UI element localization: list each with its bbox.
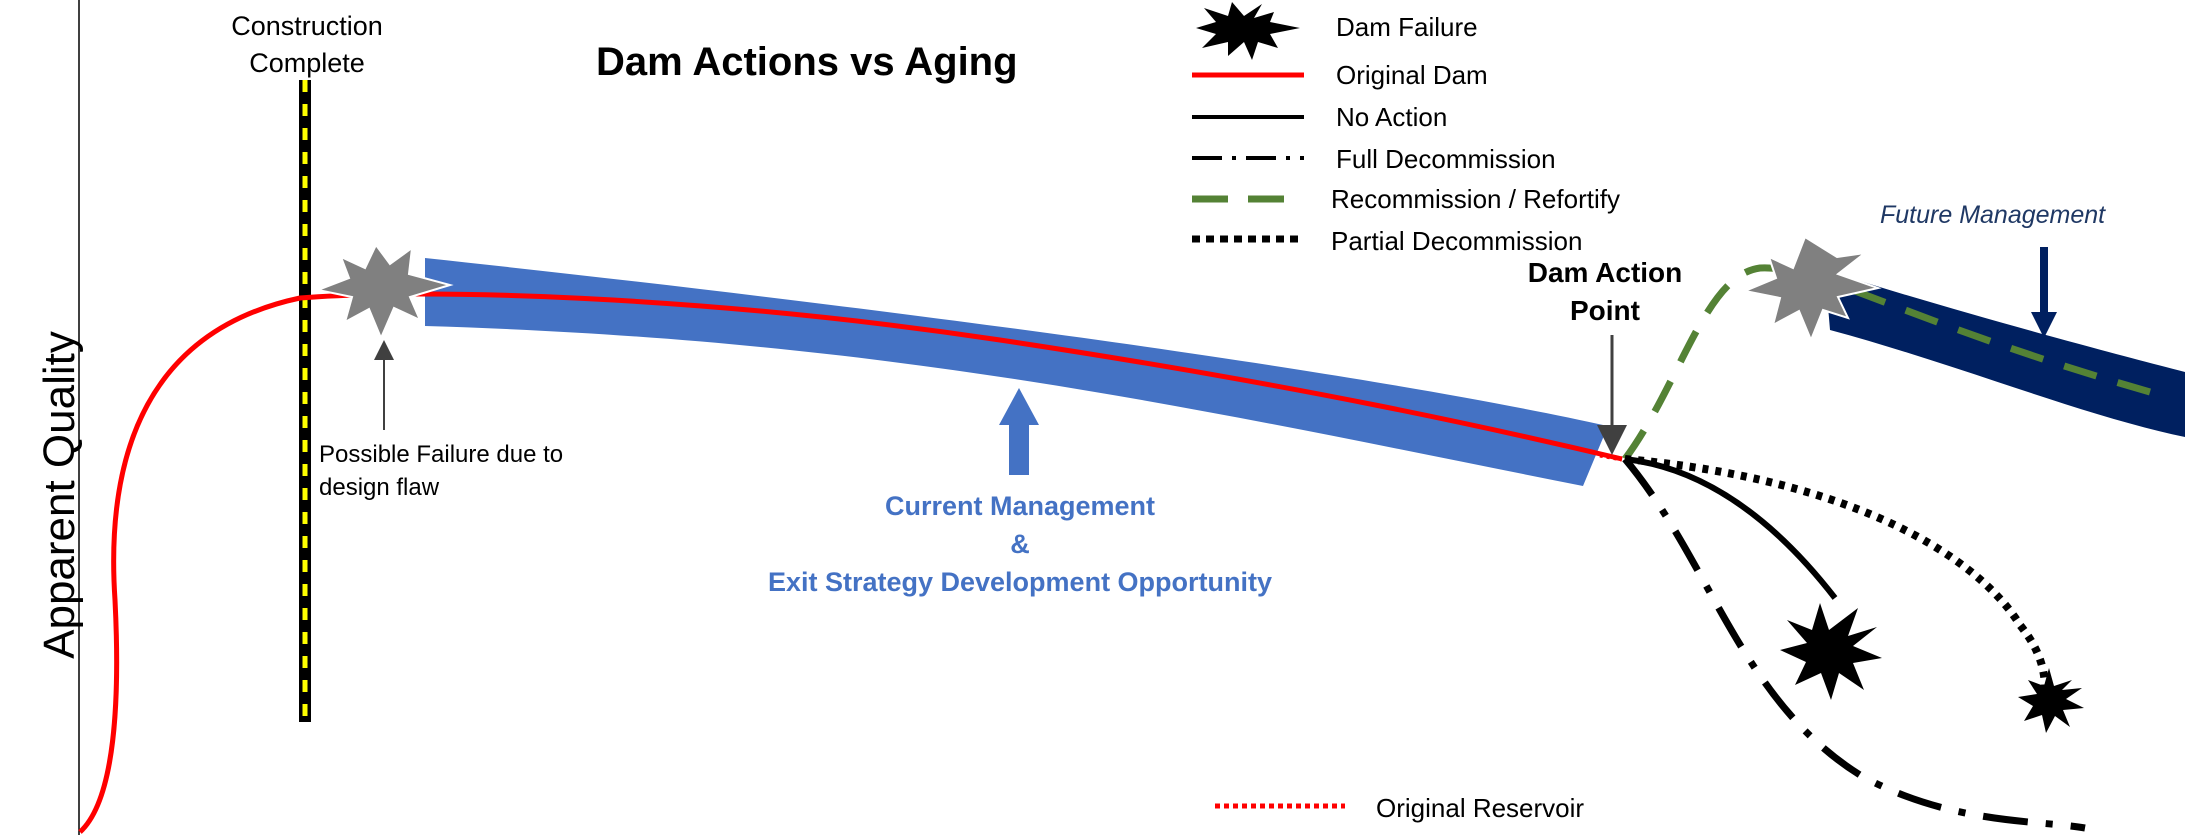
current-management-arrow [999, 388, 1039, 475]
possible-failure-label: Possible Failure due to design flaw [319, 441, 564, 501]
partial-decommission-failure-icon [2018, 668, 2084, 733]
current-management-line3: Exit Strategy Development Opportunity [767, 567, 1273, 597]
future-management-label: Future Management [1880, 201, 2106, 229]
diagram-title: Dam Actions vs Aging [596, 40, 1018, 84]
future-management-band [1825, 270, 2185, 437]
y-axis-label: Apparent Quality [35, 331, 84, 659]
legend-dam-failure-label: Dam Failure [1336, 12, 1478, 42]
no-action-failure-icon [1780, 603, 1882, 700]
legend-full-decommission-label: Full Decommission [1336, 144, 1556, 174]
legend-original-reservoir-label: Original Reservoir [1376, 793, 1585, 823]
current-management-band [425, 258, 1608, 486]
recommission-path [1622, 264, 2151, 462]
dam-action-point-label: Dam Action Point [1527, 257, 1683, 326]
future-management-arrow [2031, 247, 2057, 338]
current-management-line2: & [1010, 529, 1030, 559]
no-action-path [1624, 456, 1838, 600]
current-management-line1: Current Management [884, 491, 1156, 521]
legend-dam-failure-icon [1196, 2, 1300, 60]
legend-partial-decommission-label: Partial Decommission [1331, 226, 1583, 256]
legend-no-action-label: No Action [1336, 102, 1448, 132]
future-failure-icon [1741, 235, 1882, 343]
legend-recommission-label: Recommission / Refortify [1331, 184, 1620, 214]
construction-complete-label: Construction Complete [231, 11, 383, 78]
current-management-label: Current Management & Exit Strategy Devel… [700, 487, 1340, 601]
design-flaw-failure-icon [314, 243, 454, 341]
full-decommission-path [1622, 456, 2086, 832]
legend-original-dam-label: Original Dam [1336, 60, 1488, 90]
